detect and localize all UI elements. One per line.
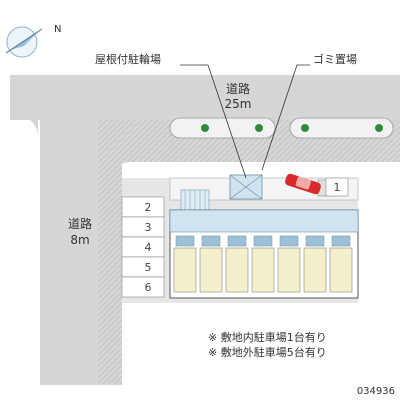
parking-number-5: 5: [145, 261, 152, 274]
top-road-name: 道路: [226, 81, 250, 96]
bicycle-parking-label: 屋根付駐輪場: [95, 52, 161, 66]
left-road-width: 8m: [70, 233, 89, 247]
left-road-name: 道路: [68, 216, 92, 231]
parking-number-4: 4: [145, 241, 152, 254]
leader-bicycle-parking: [180, 64, 247, 179]
units: [173, 235, 353, 293]
building-corridor: [169, 209, 359, 233]
parking-number-6: 6: [145, 281, 152, 294]
garbage-area-label: ゴミ置場: [313, 52, 357, 66]
leader-garbage-area: [261, 64, 310, 171]
property-id: 034936: [357, 386, 395, 397]
planter-left: [169, 117, 276, 139]
compass-icon: [5, 26, 43, 58]
parking-space-1: [325, 177, 349, 197]
parking-number-2: 2: [145, 201, 152, 214]
left-road: [40, 120, 98, 385]
tree-icon: [201, 124, 383, 132]
note-offsite-parking: ※ 敷地外駐車場5台有り: [208, 345, 327, 359]
car-icon: [285, 173, 321, 195]
parking-number-3: 3: [145, 221, 152, 234]
stairs: [180, 189, 210, 213]
parking-number-1: 1: [334, 181, 341, 194]
planter-right: [289, 117, 394, 139]
top-road-width: 25m: [225, 97, 252, 111]
parking-spaces: [121, 196, 165, 298]
north-label: N: [54, 24, 61, 35]
note-onsite-parking: ※ 敷地内駐車場1台有り: [208, 330, 327, 344]
